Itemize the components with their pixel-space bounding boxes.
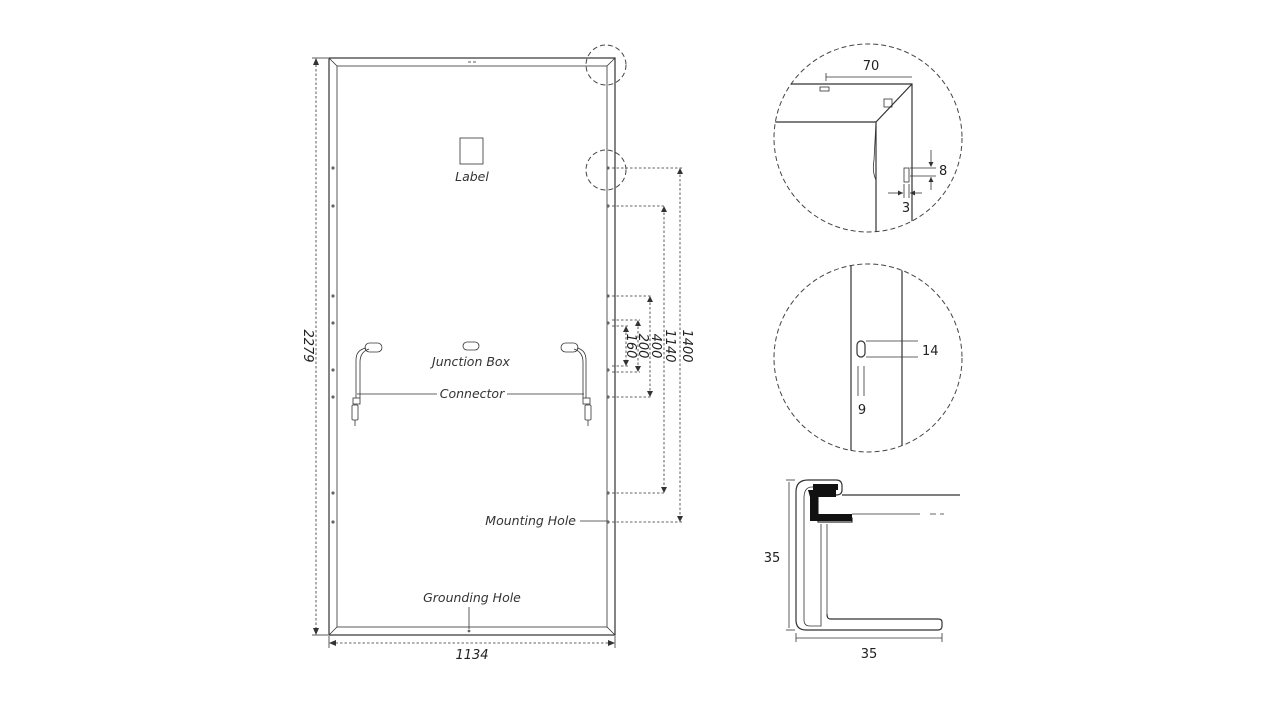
panel-outer-frame — [328, 57, 616, 636]
dimension-200: 200 — [612, 319, 650, 373]
hole-d9: 9 — [858, 403, 866, 418]
dimension-height: 2279 — [300, 57, 328, 636]
label-text: Label — [455, 169, 489, 184]
corner-detail: 70 8 3 — [773, 43, 963, 233]
dimension-1140: 1140 — [612, 205, 677, 494]
d200-value: 200 — [635, 334, 650, 359]
d160-value: 160 — [623, 334, 638, 359]
connector-left — [351, 342, 383, 426]
dimension-160: 160 — [612, 325, 638, 367]
height-value: 2279 — [300, 329, 315, 362]
hole-d14: 14 — [922, 344, 939, 359]
corner-d8: 8 — [939, 164, 947, 179]
corner-detail-marker — [585, 44, 627, 86]
d1140-value: 1140 — [662, 329, 677, 362]
corner-detail-circle — [773, 43, 963, 233]
slot-hole — [856, 340, 866, 358]
corner-d3: 3 — [902, 201, 910, 216]
junction-box — [462, 341, 480, 351]
dimension-width: 1134 — [328, 636, 616, 663]
panel-rear-view: Label Junction Box Connector Mounting Ho… — [328, 57, 616, 636]
connector-right — [560, 342, 592, 426]
label-box — [459, 137, 484, 165]
left-side-holes — [331, 166, 335, 524]
d400-value: 400 — [648, 334, 663, 359]
dimension-1400: 1400 — [612, 167, 694, 523]
grounding-hole-label: Grounding Hole — [423, 590, 521, 605]
hole-detail: 14 9 — [773, 263, 963, 453]
right-side-holes — [606, 166, 610, 524]
d1400-value: 1400 — [679, 329, 694, 362]
width-value: 1134 — [455, 648, 488, 663]
panel-inner-frame — [336, 65, 608, 628]
mounting-hole-label: Mounting Hole — [485, 513, 576, 528]
profile-width: 35 — [861, 647, 878, 662]
connector-label: Connector — [440, 386, 505, 401]
dimension-400: 400 — [612, 295, 663, 398]
hole-detail-marker — [585, 149, 627, 191]
hole-detail-circle — [773, 263, 963, 453]
profile-height: 35 — [764, 551, 781, 566]
frame-profile-detail: 35 35 — [764, 479, 960, 662]
junction-box-label: Junction Box — [429, 354, 511, 369]
corner-d70: 70 — [863, 59, 880, 74]
